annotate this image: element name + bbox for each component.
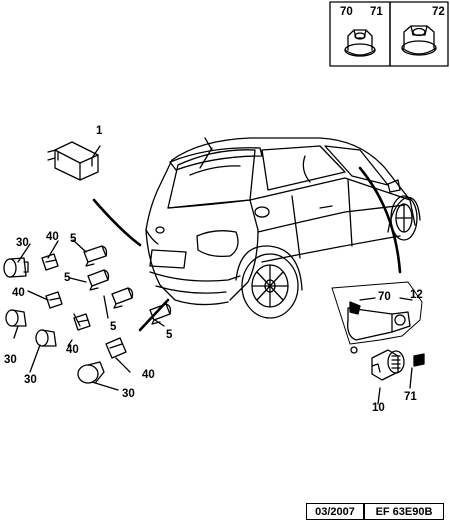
leader-lines <box>13 145 413 405</box>
callout-5: 5 <box>64 272 71 284</box>
sensor-clip-icon <box>45 291 63 309</box>
callout-30: 30 <box>16 237 29 249</box>
nut-marker-71 <box>413 353 425 367</box>
callout-5: 5 <box>70 233 77 245</box>
callout-12: 12 <box>410 289 423 301</box>
harness-bracket-group <box>331 281 425 381</box>
inset-label-72: 72 <box>432 6 445 18</box>
harness-connector-icon <box>371 349 405 381</box>
callout-40: 40 <box>46 231 59 243</box>
callout-5: 5 <box>166 329 173 341</box>
parking-sensor-icon <box>149 303 172 325</box>
inset-box-72 <box>389 1 449 67</box>
parking-sensor-icon <box>83 245 108 267</box>
callout-30: 30 <box>122 388 135 400</box>
callout-10: 10 <box>372 402 385 414</box>
callout-40: 40 <box>12 287 25 299</box>
flange-nut-icon <box>344 29 376 57</box>
parking-sensor-ecu <box>47 141 99 181</box>
callout-71: 71 <box>404 391 417 403</box>
parking-sensor-icon <box>111 287 134 309</box>
sensor-clip-icon <box>105 337 127 359</box>
car-body <box>145 137 421 319</box>
sensor-cap-icon <box>5 309 27 327</box>
sensor-clip-icon <box>41 253 59 271</box>
nut-marker-70 <box>349 301 361 315</box>
callout-40: 40 <box>142 369 155 381</box>
callout-labels: 1 40 5 30 5 40 5 30 5 40 30 40 30 70 12 … <box>4 125 423 414</box>
footer-reference: EF 63E90B <box>364 503 444 520</box>
parking-sensor-icon <box>87 269 110 291</box>
callout-70: 70 <box>378 291 391 303</box>
sensor-cluster <box>3 245 172 384</box>
sensor-clip-icon <box>73 313 91 331</box>
callout-30: 30 <box>4 354 17 366</box>
sensor-cap-icon <box>3 257 29 278</box>
hex-nut-icon <box>401 25 437 56</box>
sensor-cap-icon <box>77 361 105 384</box>
callout-1: 1 <box>96 125 103 137</box>
callout-30: 30 <box>24 374 37 386</box>
inset-label-70: 70 <box>340 6 353 18</box>
inset-label-71: 71 <box>370 6 383 18</box>
sensor-cap-icon <box>35 329 57 347</box>
callout-5: 5 <box>110 321 117 333</box>
fastener-inset: 70 71 72 <box>329 1 449 67</box>
callout-40: 40 <box>66 344 79 356</box>
footer-date: 03/2007 <box>306 503 364 520</box>
